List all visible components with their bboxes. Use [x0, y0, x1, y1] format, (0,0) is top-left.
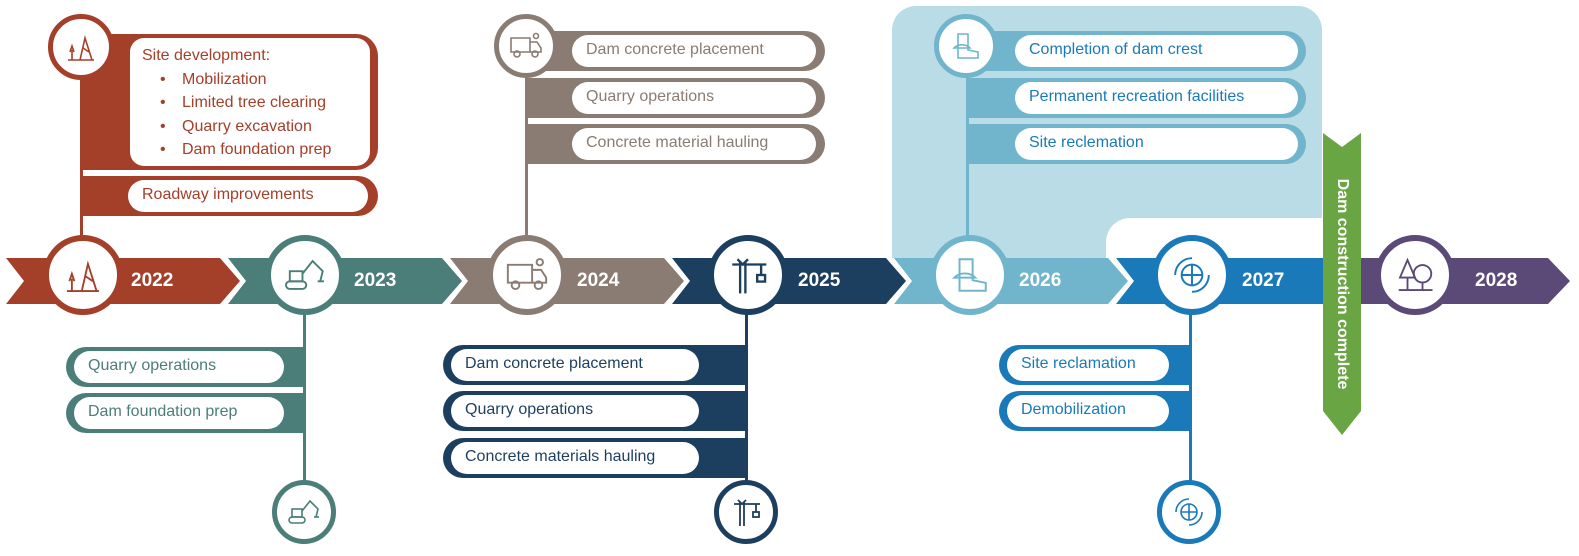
bullet-item: •Quarry excavation — [160, 115, 370, 139]
site-reclamation-2027-pill: Site reclamation — [1007, 349, 1169, 381]
bullet-item: •Dam foundation prep — [160, 138, 370, 162]
icon-circle-2027-bottom — [1157, 480, 1221, 544]
icon-circle-2026-top — [934, 14, 998, 78]
year-label-2027: 2027 — [1242, 270, 1285, 291]
bullet-item: •Limited tree clearing — [160, 91, 370, 115]
year-label-2023: 2023 — [354, 270, 397, 291]
year-label-2024: 2024 — [577, 270, 620, 291]
quarry-ops-2024-pill: Quarry operations — [572, 82, 816, 114]
quarry-ops-2023-pill: Quarry operations — [74, 351, 284, 383]
icon-circle-2022 — [43, 235, 123, 315]
icon-circle-2027 — [1152, 235, 1232, 315]
timeline-bar-2025 — [672, 258, 906, 304]
globe-recycle-icon — [1175, 498, 1203, 526]
dam-concrete-2025-pill: Dam concrete placement — [451, 349, 699, 381]
reclemation-2026-pill: Site reclemation — [1015, 128, 1298, 160]
dam-concrete-2024-pill: Dam concrete placement — [572, 35, 816, 67]
milestone-label: Dam construction complete — [1334, 178, 1351, 390]
crane-icon — [734, 499, 760, 526]
icon-circle-2023-bottom — [272, 480, 336, 544]
dam-crest-2026-pill: Completion of dam crest — [1015, 35, 1298, 67]
timeline-bar-2026 — [894, 258, 1128, 304]
quarry-ops-2025-pill: Quarry operations — [451, 395, 699, 427]
icon-circle-2028 — [1375, 235, 1455, 315]
year-label-2022: 2022 — [131, 270, 174, 291]
hard-hat-boot-icon — [952, 33, 979, 59]
site-clearing-icon — [68, 34, 94, 61]
milestone-banner — [1323, 133, 1361, 435]
bullet-dot: • — [160, 94, 166, 111]
bullet-item: •Mobilization — [160, 68, 370, 92]
site-development-card: Site development: •Mobilization •Limited… — [130, 38, 370, 166]
year-label-2025: 2025 — [798, 270, 841, 291]
timeline-bar-2027 — [1116, 258, 1350, 304]
icon-circle-2026 — [930, 235, 1010, 315]
site-development-title: Site development: — [142, 47, 271, 64]
timeline-bar-2022 — [6, 258, 240, 304]
dump-truck-icon — [510, 32, 542, 58]
excavator-icon — [285, 259, 324, 290]
foundation-prep-2023-pill: Dam foundation prep — [74, 397, 284, 429]
year-label-2026: 2026 — [1019, 270, 1062, 291]
hard-hat-boot-icon — [951, 258, 987, 292]
material-hauling-2024-pill: Concrete material hauling — [572, 128, 816, 160]
roadway-improvements-pill: Roadway improvements — [128, 180, 368, 212]
excavator-icon — [288, 499, 319, 524]
icon-circle-2025-bottom — [714, 480, 778, 544]
site-clearing-icon — [66, 260, 100, 292]
bullet-list: •Mobilization •Limited tree clearing •Qu… — [142, 68, 370, 162]
bullet-dot: • — [160, 70, 166, 88]
dump-truck-icon — [506, 258, 548, 291]
icon-circle-2024-top — [494, 14, 558, 78]
timeline-bar-2024 — [450, 258, 684, 304]
bullet-dot: • — [160, 141, 166, 158]
timeline-bar-2023 — [228, 258, 462, 304]
icon-circle-2023 — [265, 235, 345, 315]
icon-circle-2022-top — [48, 14, 114, 80]
demobilization-2027-pill: Demobilization — [1007, 395, 1169, 427]
crane-icon — [732, 258, 767, 294]
materials-hauling-2025-pill: Concrete materials hauling — [451, 442, 699, 474]
bullet-dot: • — [160, 117, 166, 135]
icon-circle-2025 — [708, 235, 788, 315]
recreation-2026-pill: Permanent recreation facilities — [1015, 82, 1298, 114]
trees-icon — [1398, 257, 1433, 291]
icon-circle-2024 — [487, 235, 567, 315]
globe-recycle-icon — [1174, 257, 1210, 293]
year-label-2028: 2028 — [1475, 270, 1518, 291]
